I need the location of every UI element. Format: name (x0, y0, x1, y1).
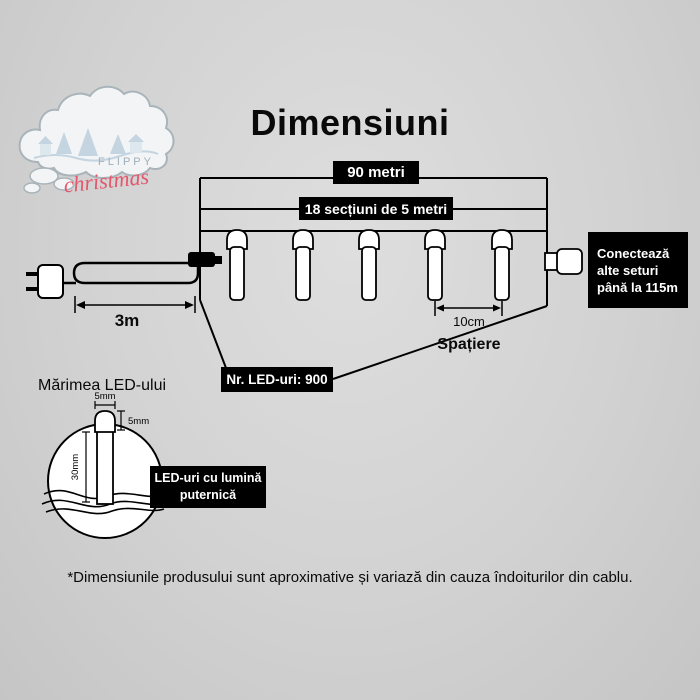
spacing-word-label: Spațiere (437, 336, 501, 353)
socket-connector-icon (544, 248, 583, 275)
arrowhead (76, 301, 85, 309)
sections-label: 18 secțiuni de 5 metri (299, 197, 453, 220)
lead-wire (62, 261, 200, 285)
measure-cap-width (94, 401, 116, 409)
measure-cap-height (117, 410, 125, 431)
logo-house-icon (130, 142, 142, 153)
brand-logo: FLIPPY christmas (18, 85, 175, 197)
logo-brand-name: FLIPPY (98, 156, 154, 168)
connector-plug-icon (188, 252, 222, 267)
led-cap (94, 410, 116, 433)
logo-tree-icon (56, 132, 72, 154)
led-bulb-icon (491, 229, 513, 301)
led-body (96, 429, 114, 505)
connector-note-line2: alte seturi (597, 262, 659, 278)
led-callout-line1: LED-uri cu lumină (154, 471, 262, 485)
arrowhead (436, 304, 444, 312)
led-size-heading: Mărimea LED-ului (38, 377, 167, 394)
connector-note-line1: Conectează (597, 245, 670, 261)
logo-cloud-puff (23, 182, 41, 194)
led-callout-label: LED-uri cu lumină puternică (150, 466, 266, 508)
logo-cloud-puff (53, 177, 75, 191)
page-title: Dimensiuni (250, 102, 450, 143)
leader-left-line (199, 299, 227, 369)
logo-house-icon (40, 144, 51, 155)
led-bulb-icon (424, 229, 446, 301)
measure-10cm (434, 301, 503, 316)
arrowhead (493, 304, 501, 312)
spacing-value-label: 10cm (453, 314, 485, 329)
measure-3m (74, 296, 196, 313)
led-bulb-icon (358, 229, 380, 301)
measure-body-height (82, 431, 90, 503)
disclaimer-text: *Dimensiunile produsului sunt aproximati… (67, 569, 633, 586)
led-detail-diagram: 5mm 5mm 30mm (41, 391, 171, 539)
connector-note-line3: până la 115m (597, 279, 678, 295)
twisted-wire (45, 507, 165, 515)
arrowhead (185, 301, 194, 309)
total-length-label: 90 metri (333, 161, 419, 184)
logo-house-roof (128, 134, 144, 142)
power-plug-icon (26, 264, 64, 299)
logo-tree-icon (78, 128, 98, 156)
led-bulb-icon (226, 229, 248, 301)
connector-note-label: Conectează alte seturi până la 115m (588, 232, 688, 308)
cap-height-label: 5mm (128, 416, 149, 427)
led-count-label: Nr. LED-uri: 900 (221, 367, 333, 392)
logo-house-roof (38, 136, 53, 144)
leader-right-line (332, 305, 548, 380)
lead-length-label: 3m (114, 311, 140, 330)
body-height-label: 30mm (70, 454, 81, 480)
led-bulb-icon (292, 229, 314, 301)
led-callout-line2: puternică (179, 488, 237, 502)
logo-cloud-puff (29, 167, 59, 185)
cap-width-label: 5mm (94, 391, 115, 402)
logo-tree-icon (110, 134, 126, 154)
